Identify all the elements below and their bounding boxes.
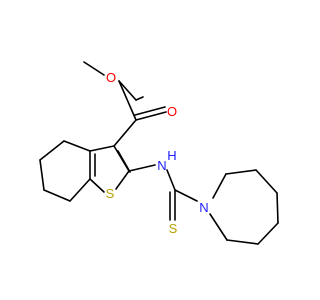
bond-c5-c6 <box>39 159 45 191</box>
bond-c3-c2-b <box>117 150 131 173</box>
oxygen-methoxy-label: O <box>106 70 116 85</box>
bond-c4-c5 <box>39 140 65 161</box>
bond-ce-cf <box>226 239 259 245</box>
bond-ometh-c <box>118 80 137 121</box>
bond-c-eq-o-a <box>135 111 167 121</box>
oxygen-carbonyl-label: O <box>167 104 177 119</box>
bond-c6-c7 <box>43 189 71 202</box>
bond-o-carbonyl-c <box>118 80 137 101</box>
sulfur-ring-label: S <box>106 186 115 201</box>
sulfur-thione-label: S <box>169 221 178 236</box>
bonds <box>39 61 279 245</box>
bond-cd-ce <box>257 222 279 245</box>
bond-cc-cd <box>276 192 279 224</box>
bond-c3a-c3 <box>89 145 115 152</box>
bond-c2-s <box>115 170 130 190</box>
bond-c3a-c4 <box>63 140 91 152</box>
bond-methyl-o <box>83 61 105 76</box>
nitrogen-amide-label: N <box>157 158 166 173</box>
bond-cf-n <box>209 213 228 241</box>
bond-nh-cs <box>166 169 176 191</box>
bond-ca-cb <box>225 169 257 175</box>
bond-s-c7a <box>89 178 105 193</box>
atom-labels: O O S N H N S <box>106 70 209 236</box>
bond-cb-cc <box>255 169 278 194</box>
nitrogen-ring-label: N <box>199 200 208 215</box>
bond-cs-n <box>174 189 198 202</box>
bond-c7-c7a <box>69 178 91 202</box>
bond-c3-carbonyl <box>113 119 137 147</box>
bond-n-ca <box>212 173 227 199</box>
structure-canvas: O O S N H N S <box>39 61 279 245</box>
hydrogen-amide-label: H <box>167 148 176 163</box>
molecule-drawing: O O S N H N S <box>39 61 279 245</box>
bond-carbonyl-double-1 <box>135 96 144 101</box>
bond-c2-nh <box>128 164 156 172</box>
bond-c-eq-o-b <box>134 106 166 116</box>
